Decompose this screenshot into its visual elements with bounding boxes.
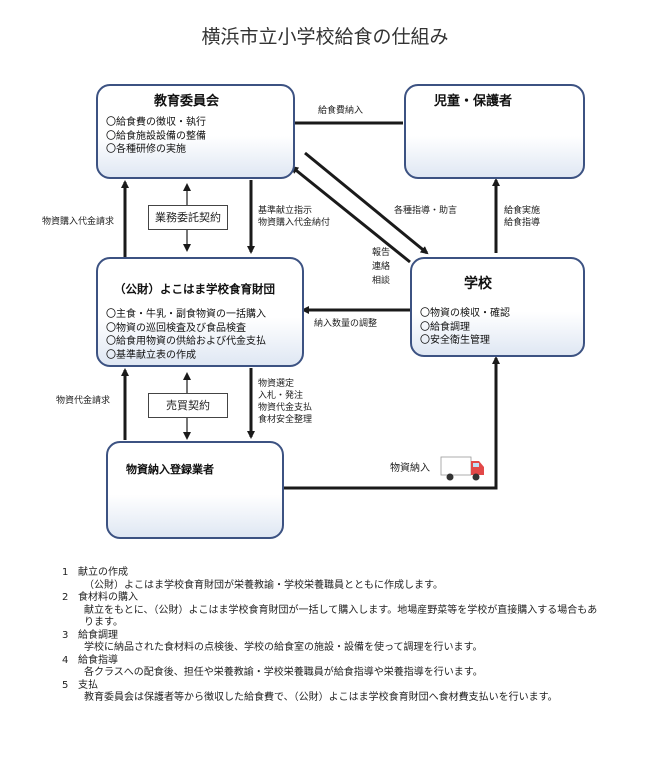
list-item: 〇各種研修の実施 <box>106 144 186 155</box>
node-suppliers: 物資納入登録業者 <box>106 441 284 539</box>
list-item: 〇給食調理 <box>420 321 470 333</box>
label-guidance: 各種指導・助言 <box>394 206 458 216</box>
node-school-items: 〇物資の検収・確認 〇給食調理 〇安全衛生管理 <box>420 307 510 348</box>
list-item: 2 食材料の購入献立をもとに、（公財）よこはま学校食育財団が一括して購入します。… <box>62 592 598 628</box>
list-item: 〇給食施設設備の整備 <box>106 130 206 142</box>
page-title: 横浜市立小学校給食の仕組み <box>201 26 449 48</box>
arrow-report <box>290 165 411 264</box>
label-standard-menu: 基準献立指示 物資購入代金納付 <box>258 206 331 228</box>
list-item: 〇安全衛生管理 <box>420 335 490 346</box>
label-goods-delivery: 物資納入 <box>390 463 430 474</box>
arrow-guidance <box>304 151 429 255</box>
node-board-items: 〇給食費の徴収・執行 〇給食施設設備の整備 〇各種研修の実施 <box>106 116 206 157</box>
node-school: 学校 〇物資の検収・確認 〇給食調理 〇安全衛生管理 <box>410 257 585 357</box>
node-board: 教育委員会 〇給食費の徴収・執行 〇給食施設設備の整備 〇各種研修の実施 <box>96 84 295 179</box>
node-parents-title: 児童・保護者 <box>434 94 513 109</box>
node-board-title: 教育委員会 <box>154 94 220 109</box>
label-selection: 物資選定 入札・発注 物資代金支払 食材安全整理 <box>258 379 313 425</box>
node-foundation: （公財）よこはま学校食育財団 〇主食・牛乳・副食物資の一括購入 〇物資の巡回検査… <box>96 257 304 367</box>
node-foundation-title: （公財）よこはま学校食育財団 <box>114 282 275 296</box>
arrow-goods-delivery <box>284 356 500 490</box>
node-foundation-items: 〇主食・牛乳・副食物資の一括購入 〇物資の巡回検査及び食品検査 〇給食用物資の供… <box>106 308 266 362</box>
list-item: 〇給食用物資の供給および代金支払 <box>106 336 266 347</box>
node-school-title: 学校 <box>464 276 492 292</box>
label-goods-billing: 物資代金請求 <box>56 396 111 406</box>
list-item: 〇基準献立表の作成 <box>106 349 196 361</box>
contract-sales: 売買契約 <box>148 393 228 418</box>
node-suppliers-title: 物資納入登録業者 <box>126 463 214 476</box>
list-item: 〇物資の検収・確認 <box>420 308 510 319</box>
contract-outsourcing: 業務委託契約 <box>148 205 228 230</box>
list-item: 〇主食・牛乳・副食物資の一括購入 <box>106 309 266 320</box>
label-delivery-qty: 納入数量の調整 <box>314 319 378 329</box>
label-purchase-billing: 物資購入代金請求 <box>42 217 115 227</box>
list-item: 〇給食費の徴収・執行 <box>106 117 206 128</box>
label-lunch-fee: 給食費納入 <box>318 106 364 116</box>
list-item: 4 給食指導各クラスへの配食後、担任や栄養教諭・学校栄養職員が給食指導や栄養指導… <box>62 654 483 679</box>
label-report: 報告 連絡 相談 <box>372 248 391 286</box>
list-item: 1 献立の作成（公財）よこはま学校食育財団が栄養教諭・学校栄養職員とともに作成し… <box>62 567 443 591</box>
list-item: 〇物資の巡回検査及び食品検査 <box>106 322 246 334</box>
notes-list: 1 献立の作成（公財）よこはま学校食育財団が栄養教諭・学校栄養職員とともに作成し… <box>62 567 602 705</box>
list-item: 3 給食調理学校に納品された食材料の点検後、学校の給食室の施設・設備を使って調理… <box>62 629 483 654</box>
label-implementation: 給食実施 給食指導 <box>504 206 541 228</box>
node-parents: 児童・保護者 <box>404 84 585 179</box>
delivery-truck-icon <box>440 456 484 481</box>
list-item: 5 支払教育委員会は保護者等から徴収した給食費で、（公財）よこはま学校食育財団へ… <box>62 679 558 704</box>
